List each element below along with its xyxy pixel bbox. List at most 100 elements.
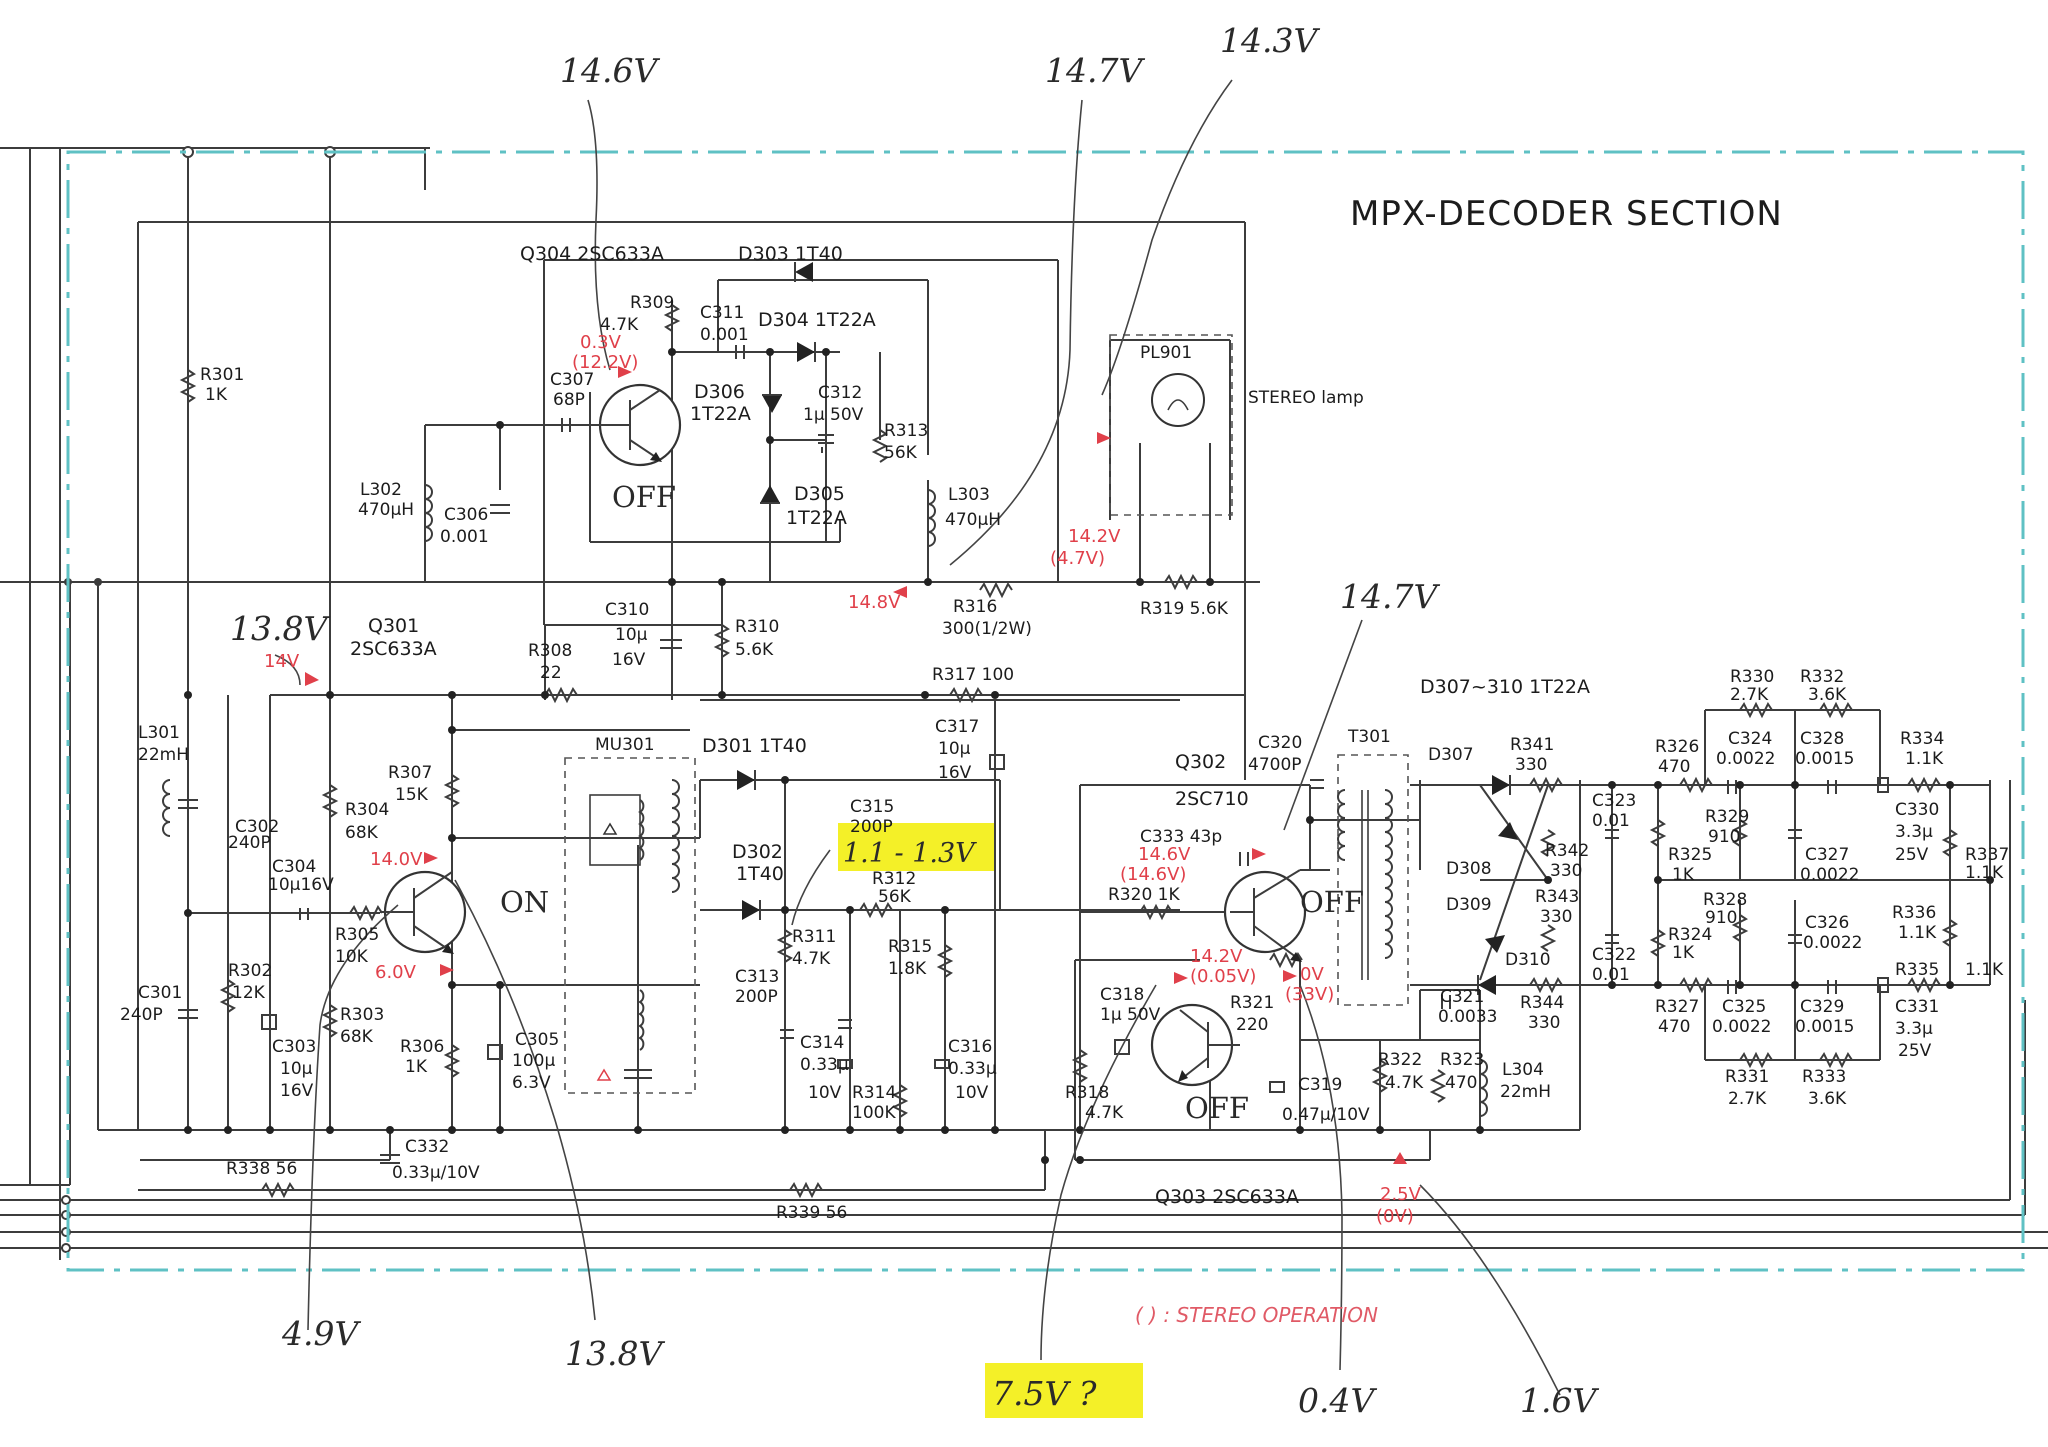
hw-4-9v: 4.9V [281, 1314, 361, 1353]
c320-val: 4700P [1248, 755, 1302, 775]
r306-ref: R306 [400, 1037, 444, 1057]
capacitor-glyphs [178, 345, 1889, 1164]
v-q304-c-stereo: (12.2V) [572, 352, 638, 373]
l304-val: 22mH [1500, 1082, 1551, 1102]
q303-label: Q303 2SC633A [1155, 1186, 1299, 1208]
hw-0-4v: 0.4V [1298, 1381, 1377, 1420]
c313-ref: C313 [735, 967, 779, 987]
c324-ref: C324 [1728, 729, 1772, 749]
c313-val: 200P [735, 987, 778, 1007]
c330-ref: C330 [1895, 800, 1939, 820]
c327-val: 0.0022 [1800, 865, 1859, 885]
v-lamp: 14.2V [1068, 526, 1121, 547]
r342-val: 330 [1550, 861, 1582, 881]
c326-val: 0.0022 [1803, 933, 1862, 953]
left-bus-lines [0, 146, 2048, 1260]
l301-val: 22mH [138, 745, 189, 765]
c310-val2: 16V [612, 650, 646, 670]
r311-ref: R311 [792, 927, 836, 947]
red-marker-arrows [305, 366, 1407, 1164]
d310-label: D310 [1505, 950, 1551, 970]
c307-ref: C307 [550, 370, 594, 390]
r319-label: R319 5.6K [1140, 599, 1229, 619]
r330-ref: R330 [1730, 667, 1774, 687]
r313-ref: R313 [884, 421, 928, 441]
r334-val: 1.1K [1905, 749, 1944, 769]
q301-state: ON [500, 885, 549, 919]
c318-ref: C318 [1100, 985, 1144, 1005]
d306-label-part: 1T22A [690, 403, 751, 425]
c304-val: 10μ16V [268, 875, 334, 895]
r301-val: 1K [205, 385, 228, 405]
c330-val1: 3.3μ [1895, 822, 1933, 842]
c305-val1: 100μ [512, 1051, 555, 1071]
c306-ref: C306 [444, 505, 488, 525]
q304-symbol [590, 383, 682, 467]
c315-ref: C315 [850, 797, 894, 817]
hw-d302-voltage: 1.1 - 1.3V [843, 838, 977, 869]
c328-ref: C328 [1800, 729, 1844, 749]
c312-ref: C312 [818, 383, 862, 403]
c306-val: 0.001 [440, 527, 489, 547]
pl901-label: PL901 [1140, 343, 1192, 363]
r305-val: 10K [335, 947, 369, 967]
c303-ref: C303 [272, 1037, 316, 1057]
c317-val1: 10μ [938, 739, 971, 759]
q301-label-part: 2SC633A [350, 638, 437, 660]
v-lamp-stereo: (4.7V) [1050, 548, 1105, 569]
handwritten-leader-lines [274, 79, 1561, 1396]
c324-val: 0.0022 [1716, 749, 1775, 769]
l303-val: 470μH [945, 510, 1001, 530]
d305-label-ref: D305 [794, 483, 845, 505]
hw-q303-voltage: 7.5V ? [992, 1374, 1097, 1413]
l303-ref: L303 [948, 485, 990, 505]
r315-val: 1.8K [888, 959, 927, 979]
r324-val: 1K [1672, 943, 1695, 963]
c319-val: 0.47μ/10V [1282, 1105, 1370, 1125]
r337-val: 1.1K [1965, 863, 2004, 883]
r320-label: R320 1K [1108, 885, 1180, 905]
q304-label: Q304 2SC633A [520, 243, 664, 265]
mu301-module [564, 757, 696, 1094]
c333-label: C333 43p [1140, 827, 1222, 847]
l302-val: 470μH [358, 500, 414, 520]
c302-ref: C302 [235, 817, 279, 837]
r328-ref: R328 [1703, 890, 1747, 910]
v-q302-c-stereo: (14.6V) [1120, 864, 1186, 885]
c311-val: 0.001 [700, 325, 749, 345]
ground-rail [98, 780, 1581, 1191]
r324-ref: R324 [1668, 925, 1712, 945]
r326-val: 470 [1658, 757, 1690, 777]
r314-val: 100K [852, 1103, 896, 1123]
r332-val: 3.6K [1808, 685, 1847, 705]
r311-val: 4.7K [792, 949, 831, 969]
r332-ref: R332 [1800, 667, 1844, 687]
d307-310-label: D307~310 1T22A [1420, 676, 1590, 698]
d304-label: D304 1T22A [758, 309, 876, 331]
r318-val: 4.7K [1085, 1103, 1124, 1123]
r316-val: 300(1/2W) [942, 619, 1032, 639]
inductor-glyphs [162, 484, 1488, 1117]
v-l303: 14.8V [848, 592, 901, 613]
r333-ref: R333 [1802, 1067, 1846, 1087]
c314-ref: C314 [800, 1033, 844, 1053]
v-q301-top: 14V [264, 651, 300, 672]
c315-val: 200P [850, 817, 893, 837]
r315-ref: R315 [888, 937, 932, 957]
hw-14-3v: 14.3V [1220, 21, 1320, 60]
c316-val1: 0.33μ [948, 1059, 997, 1079]
c303-val1: 10μ [280, 1059, 313, 1079]
q302-state: OFF [1300, 885, 1364, 919]
r308-ref: R308 [528, 641, 572, 661]
section-title: MPX-DECODER SECTION [1350, 194, 1783, 234]
r307-val: 15K [395, 785, 429, 805]
d306-label-ref: D306 [694, 381, 745, 403]
q304-state: OFF [612, 480, 676, 514]
v-q303-c: 14.2V [1190, 946, 1243, 967]
d303-label: D303 1T40 [738, 243, 843, 265]
c301-val: 240P [120, 1005, 163, 1025]
v-q301-c: 14.0V [370, 849, 423, 870]
q302-label-part: 2SC710 [1175, 788, 1249, 810]
c314-val1: 0.33μ [800, 1055, 849, 1075]
